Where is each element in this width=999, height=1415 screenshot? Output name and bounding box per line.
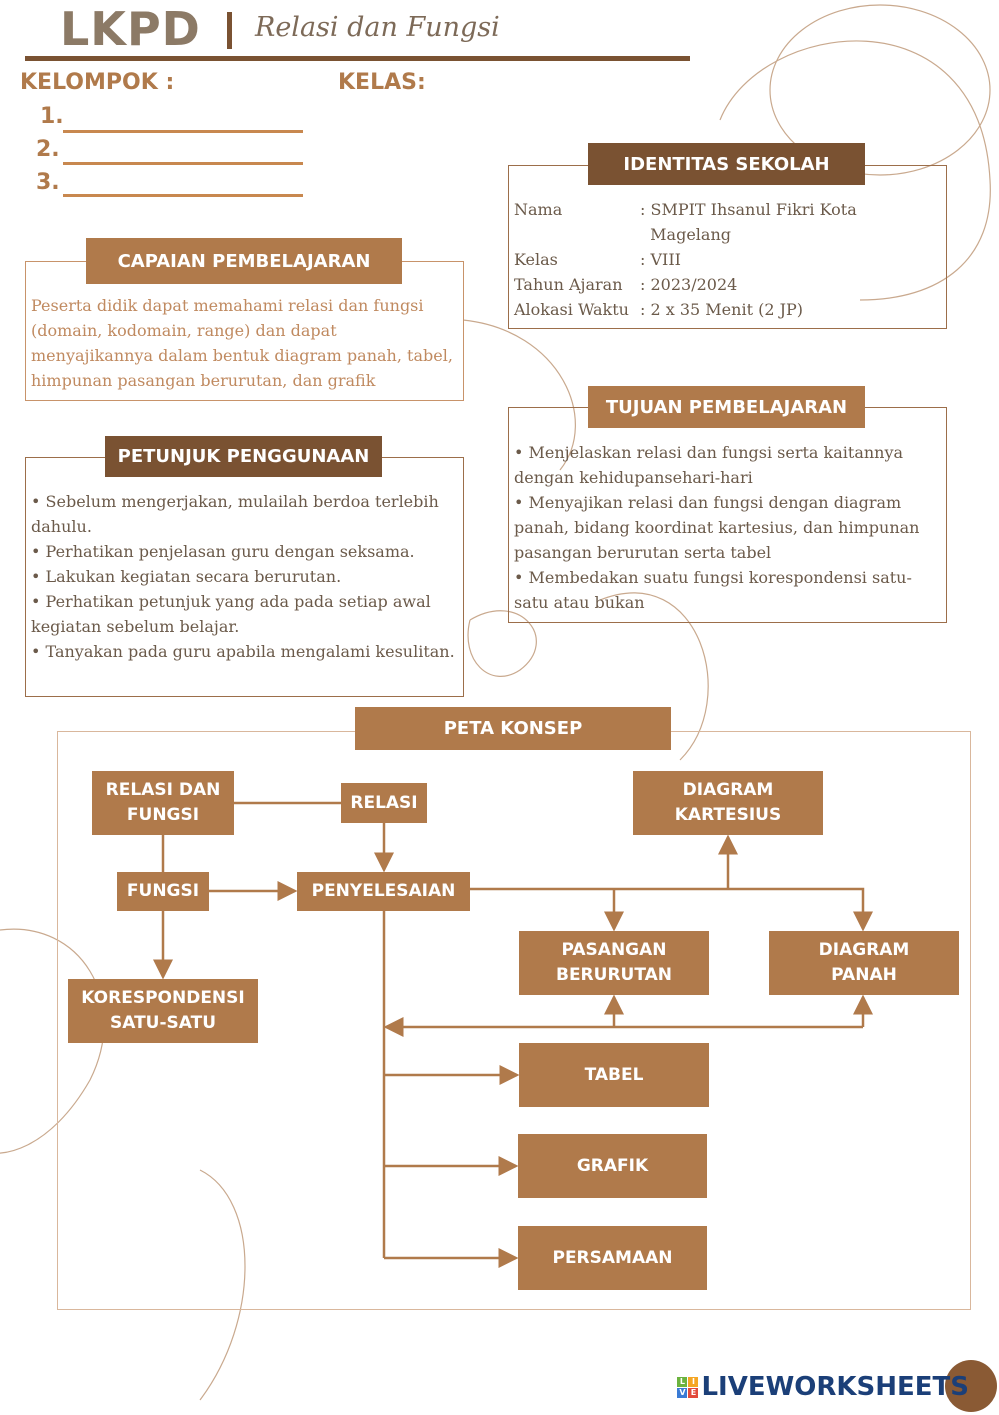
peta-konsep-header: PETA KONSEP bbox=[355, 707, 671, 750]
tujuan-list: • Menjelaskan relasi dan fungsi serta ka… bbox=[514, 440, 942, 615]
petunjuk-item: • Tanyakan pada guru apabila mengalami k… bbox=[31, 642, 455, 661]
tujuan-item: • Menyajikan relasi dan fungsi dengan di… bbox=[514, 493, 920, 562]
member-2-field[interactable] bbox=[63, 162, 303, 165]
page-badge-icon bbox=[945, 1360, 997, 1412]
node-fungsi: FUNGSI bbox=[117, 872, 209, 911]
identitas-label: Nama bbox=[514, 200, 563, 219]
petunjuk-list: • Sebelum mengerjakan, mulailah berdoa t… bbox=[31, 489, 459, 664]
tujuan-card: • Menjelaskan relasi dan fungsi serta ka… bbox=[508, 407, 947, 623]
petunjuk-item: • Perhatikan penjelasan guru dengan seks… bbox=[31, 542, 415, 561]
identitas-label: Kelas bbox=[514, 250, 558, 269]
identitas-header: IDENTITAS SEKOLAH bbox=[588, 143, 865, 185]
petunjuk-item: • Perhatikan petunjuk yang ada pada seti… bbox=[31, 592, 431, 636]
member-number: 3. bbox=[36, 170, 60, 195]
logo-letter: I bbox=[688, 1376, 699, 1387]
identitas-value: Magelang bbox=[640, 225, 732, 244]
node-diagram-panah: DIAGRAM PANAH bbox=[769, 931, 959, 995]
node-diagram-kartesius: DIAGRAM KARTESIUS bbox=[633, 771, 823, 835]
member-number: 1. bbox=[40, 104, 64, 129]
header-rule bbox=[25, 56, 690, 61]
node-tabel: TABEL bbox=[519, 1043, 709, 1107]
identitas-value: : 2023/2024 bbox=[640, 275, 738, 294]
identitas-value: : VIII bbox=[640, 250, 681, 269]
identitas-value: : SMPIT Ihsanul Fikri Kota bbox=[640, 200, 857, 219]
identitas-value: : 2 x 35 Menit (2 JP) bbox=[640, 300, 804, 319]
logo-letter: E bbox=[688, 1387, 699, 1398]
tujuan-item: • Menjelaskan relasi dan fungsi serta ka… bbox=[514, 443, 904, 487]
title-divider bbox=[227, 12, 232, 49]
node-persamaan: PERSAMAAN bbox=[518, 1226, 707, 1290]
liveworksheets-logo[interactable]: L I V E LIVEWORKSHEETS bbox=[677, 1372, 969, 1402]
kelompok-label: KELOMPOK : bbox=[20, 70, 175, 95]
node-relasi: RELASI bbox=[341, 783, 427, 823]
petunjuk-header: PETUNJUK PENGGUNAAN bbox=[105, 436, 382, 477]
node-grafik: GRAFIK bbox=[518, 1134, 707, 1198]
node-pasangan-berurutan: PASANGAN BERURUTAN bbox=[519, 931, 709, 995]
capaian-card: Peserta didik dapat memahami relasi dan … bbox=[25, 261, 464, 401]
node-relasi-dan-fungsi: RELASI DAN FUNGSI bbox=[92, 771, 234, 835]
node-penyelesaian: PENYELESAIAN bbox=[297, 872, 470, 911]
identitas-label: Tahun Ajaran bbox=[514, 275, 623, 294]
member-number: 2. bbox=[36, 137, 60, 162]
page-subtitle: Relasi dan Fungsi bbox=[255, 12, 500, 43]
tujuan-item: • Membedakan suatu fungsi korespondensi … bbox=[514, 568, 912, 612]
tujuan-header: TUJUAN PEMBELAJARAN bbox=[588, 386, 865, 428]
liveworksheets-logo-icon: L I V E bbox=[677, 1376, 699, 1398]
logo-letter: L bbox=[677, 1376, 688, 1387]
page-title: LKPD bbox=[60, 2, 201, 56]
petunjuk-card: • Sebelum mengerjakan, mulailah berdoa t… bbox=[25, 457, 464, 697]
identitas-rows: Nama: SMPIT Ihsanul Fikri Kota Magelang … bbox=[514, 197, 857, 322]
member-1-field[interactable] bbox=[63, 130, 303, 133]
petunjuk-item: • Lakukan kegiatan secara berurutan. bbox=[31, 567, 342, 586]
node-korespondensi-satu-satu: KORESPONDENSI SATU-SATU bbox=[68, 979, 258, 1043]
liveworksheets-brand: LIVEWORKSHEETS bbox=[701, 1372, 969, 1402]
connector-arrow bbox=[470, 887, 873, 932]
petunjuk-item: • Sebelum mengerjakan, mulailah berdoa t… bbox=[31, 492, 439, 536]
kelas-label: KELAS: bbox=[338, 70, 426, 95]
capaian-header: CAPAIAN PEMBELAJARAN bbox=[86, 238, 402, 284]
identitas-label: Alokasi Waktu bbox=[514, 300, 629, 319]
member-3-field[interactable] bbox=[63, 194, 303, 197]
capaian-text: Peserta didik dapat memahami relasi dan … bbox=[31, 296, 453, 390]
logo-letter: V bbox=[677, 1387, 688, 1398]
